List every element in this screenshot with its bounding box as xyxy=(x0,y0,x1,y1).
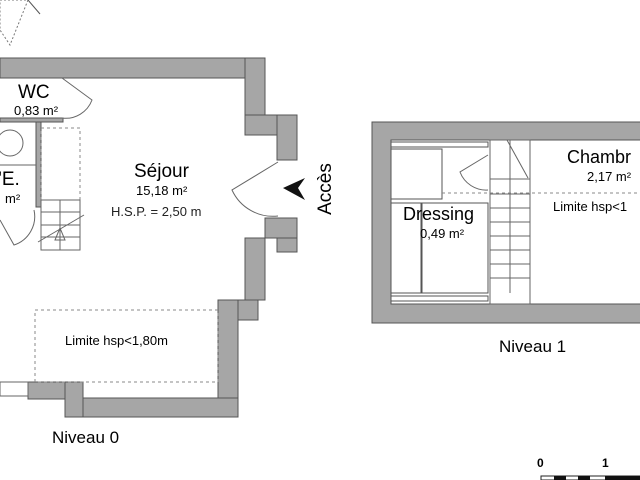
wc-door xyxy=(61,77,93,119)
sink-icon xyxy=(0,129,24,157)
wc-area: 0,83 m² xyxy=(14,103,59,118)
dressing-label: Dressing xyxy=(403,204,475,224)
dressing-area: 0,49 m² xyxy=(420,226,465,241)
access-label: Accès xyxy=(314,163,336,215)
scale-label-1: 1 xyxy=(602,456,609,470)
level0-walls xyxy=(0,57,298,418)
bathroom-door xyxy=(0,209,36,246)
staircase xyxy=(37,127,85,251)
scale-bar xyxy=(540,475,640,480)
compass-icon xyxy=(0,0,41,47)
access-arrow-icon xyxy=(283,178,305,200)
scale-label-0: 0 xyxy=(537,456,544,470)
level1-limit-label: Limite hsp<1 xyxy=(553,199,628,214)
staircase-level1 xyxy=(489,139,531,305)
chambre-label: Chambr xyxy=(567,147,632,167)
level1-title: Niveau 1 xyxy=(499,337,567,356)
chambre-area: 2,17 m² xyxy=(587,169,632,184)
limit-zone xyxy=(34,309,219,383)
level0-title: Niveau 0 xyxy=(52,428,120,447)
entrance-door[interactable] xyxy=(231,161,279,217)
dressing-door xyxy=(459,154,489,191)
bathroom-area: m² xyxy=(5,191,21,206)
sejour-area: 15,18 m² xyxy=(136,183,188,198)
level1-walls xyxy=(371,121,640,324)
sejour-label: Séjour xyxy=(134,161,189,182)
sejour-hsp: H.S.P. = 2,50 m xyxy=(111,204,202,219)
level0-limit-label: Limite hsp<1,80m xyxy=(65,333,168,348)
bathroom-label: l'E. xyxy=(0,169,20,190)
wc-label: WC xyxy=(18,82,50,103)
